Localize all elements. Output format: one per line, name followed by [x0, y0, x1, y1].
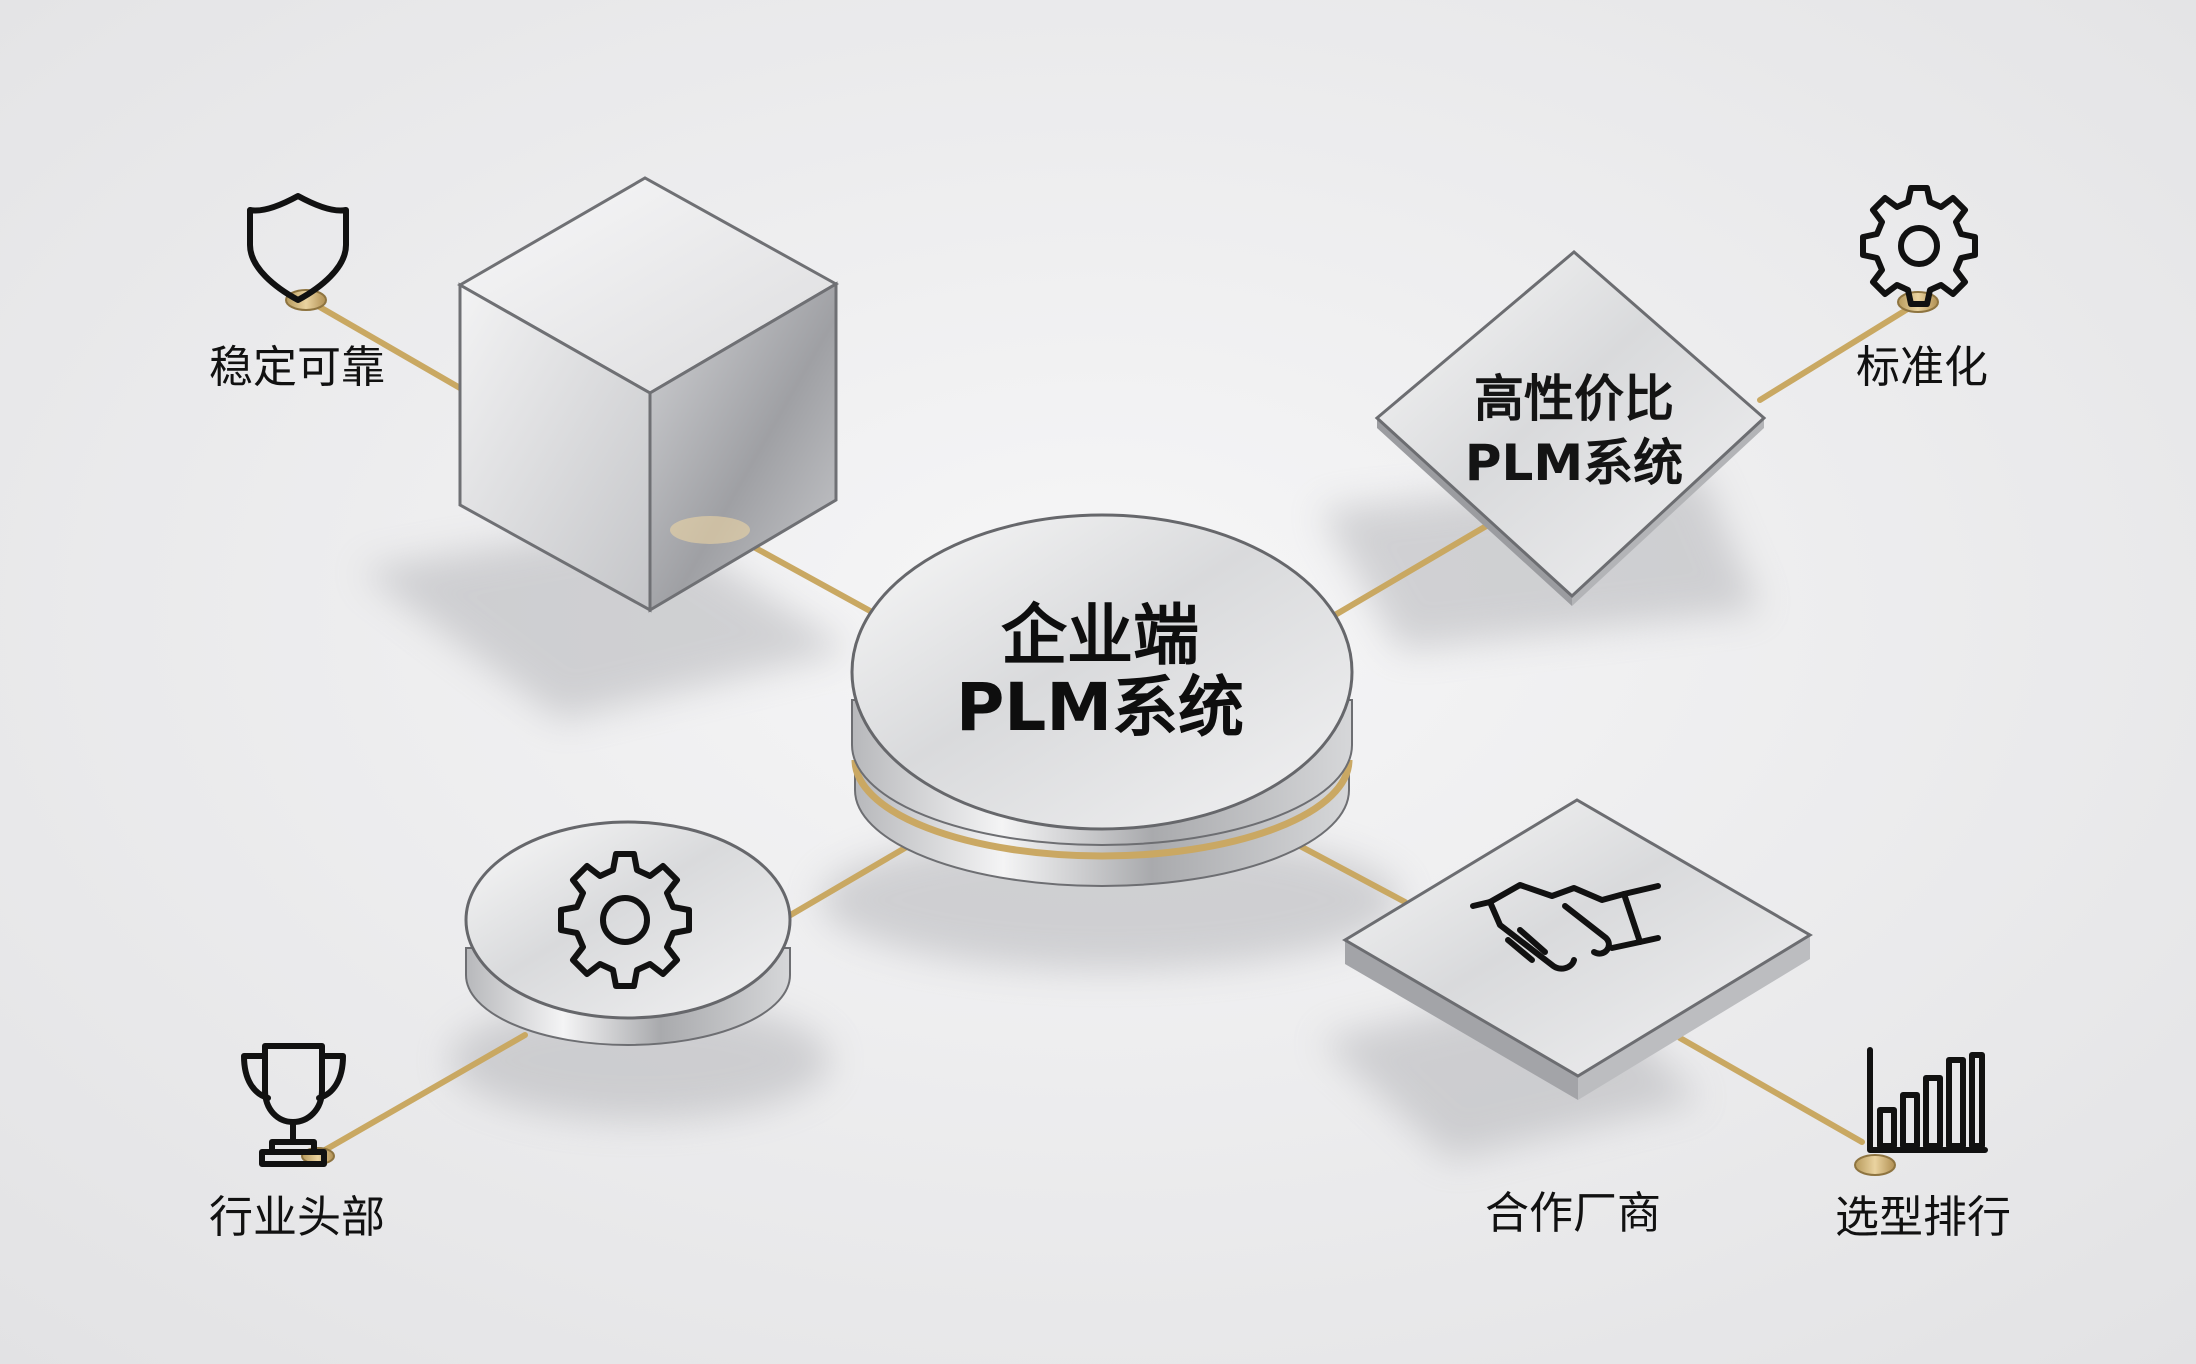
hub-title-line1: 企业端 [1001, 597, 1199, 674]
cube-block [456, 176, 840, 613]
diamond-top-face [1374, 250, 1767, 599]
trophy-icon [241, 1043, 346, 1167]
hub-disc [850, 513, 1354, 887]
diamond-title-line1: 高性价比 [1474, 370, 1674, 428]
connectors [315, 303, 1909, 1153]
gear-disc-top-face [464, 820, 792, 1020]
diamond-title-line2: PLM系统 [1465, 434, 1683, 492]
connector-hub-diamond [1332, 522, 1491, 618]
label-stable: 稳定可靠 [209, 342, 385, 393]
connector-standard [1757, 307, 1909, 403]
gear-disc [464, 820, 792, 1046]
partner-tile [1342, 798, 1813, 1100]
hub-top-face [850, 513, 1354, 831]
hub-title-line2: PLM系统 [956, 669, 1244, 746]
connector-stable [315, 303, 463, 391]
label-ranking: 选型排行 [1835, 1192, 2011, 1243]
connector-ranking [1677, 1035, 1865, 1145]
connector-hub-disc [779, 835, 925, 923]
gear-icon [558, 851, 692, 989]
bar-chart-icon [1867, 1047, 1988, 1153]
gear-icon [1860, 185, 1978, 307]
partner-tile-top-face [1342, 798, 1813, 1078]
handshake-icon [1470, 882, 1661, 972]
connector-leader [322, 1032, 528, 1153]
label-standard: 标准化 [1856, 342, 1988, 393]
label-partner: 合作厂商 [1485, 1188, 1661, 1239]
diamond-tile [1374, 250, 1767, 606]
connector-cube-hub [747, 542, 875, 615]
shield-icon [247, 193, 349, 303]
label-leader: 行业头部 [209, 1192, 385, 1243]
connector-hub-partner [1282, 835, 1408, 905]
